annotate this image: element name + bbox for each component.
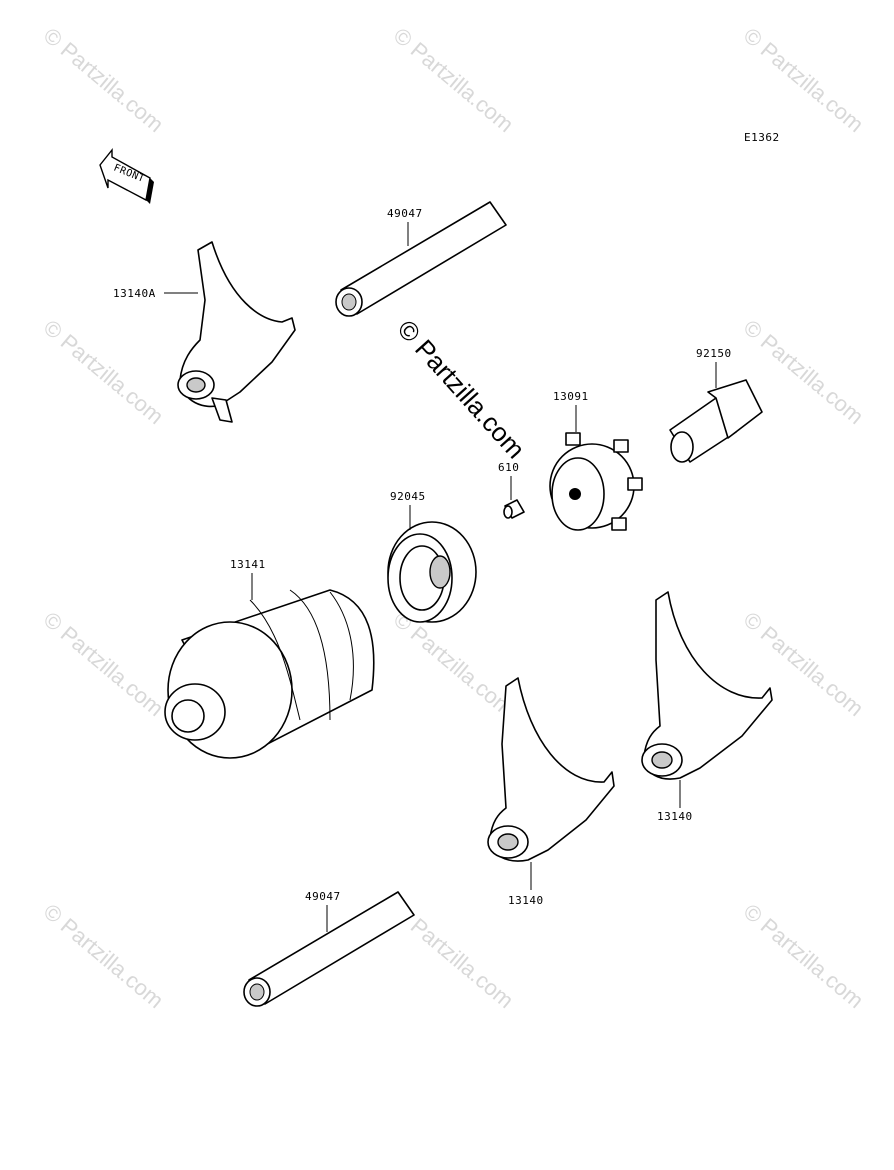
shift-drum-13141 — [164, 589, 375, 759]
part-number-p4: 13091 — [553, 390, 589, 403]
faint-watermarks: © Partzilla.com © Partzilla.com © Partzi… — [39, 23, 869, 1013]
watermark-ml: © Partzilla.com — [39, 315, 169, 429]
watermark-br: © Partzilla.com — [739, 899, 869, 1013]
part-number-p3: 92150 — [696, 347, 732, 360]
front-arrow-icon: FRONT — [99, 148, 154, 204]
part-number-p8: 13140 — [657, 810, 693, 823]
part-number-p10: 49047 — [305, 890, 341, 903]
shift-drum-cam-13091 — [549, 432, 643, 531]
part-number-p7: 13141 — [230, 558, 266, 571]
part-number-p5: 610 — [498, 461, 519, 474]
watermark-l2: © Partzilla.com — [39, 607, 169, 721]
watermark-main: © Partzilla.com — [392, 314, 532, 464]
shift-fork-13140-center — [487, 677, 615, 862]
watermark-c2: © Partzilla.com — [389, 607, 519, 721]
watermark-tr: © Partzilla.com — [739, 23, 869, 137]
ball-bearing-92045 — [387, 521, 477, 623]
watermark-tc: © Partzilla.com — [389, 23, 519, 137]
watermark-bl: © Partzilla.com — [39, 899, 169, 1013]
shift-shaft-bottom — [243, 891, 415, 1007]
bolt-92150 — [669, 379, 763, 463]
shift-shaft-top — [335, 201, 507, 317]
diagram-code: E1362 — [744, 131, 780, 144]
part-number-p2: 13140A — [113, 287, 156, 300]
shift-fork-13140a — [177, 241, 296, 423]
part-number-p6: 92045 — [390, 490, 426, 503]
part-number-p9: 13140 — [508, 894, 544, 907]
watermark-tl: © Partzilla.com — [39, 23, 169, 137]
shift-fork-13140-right — [641, 591, 773, 780]
part-number-p1: 49047 — [387, 207, 423, 220]
pin-610 — [503, 499, 525, 519]
